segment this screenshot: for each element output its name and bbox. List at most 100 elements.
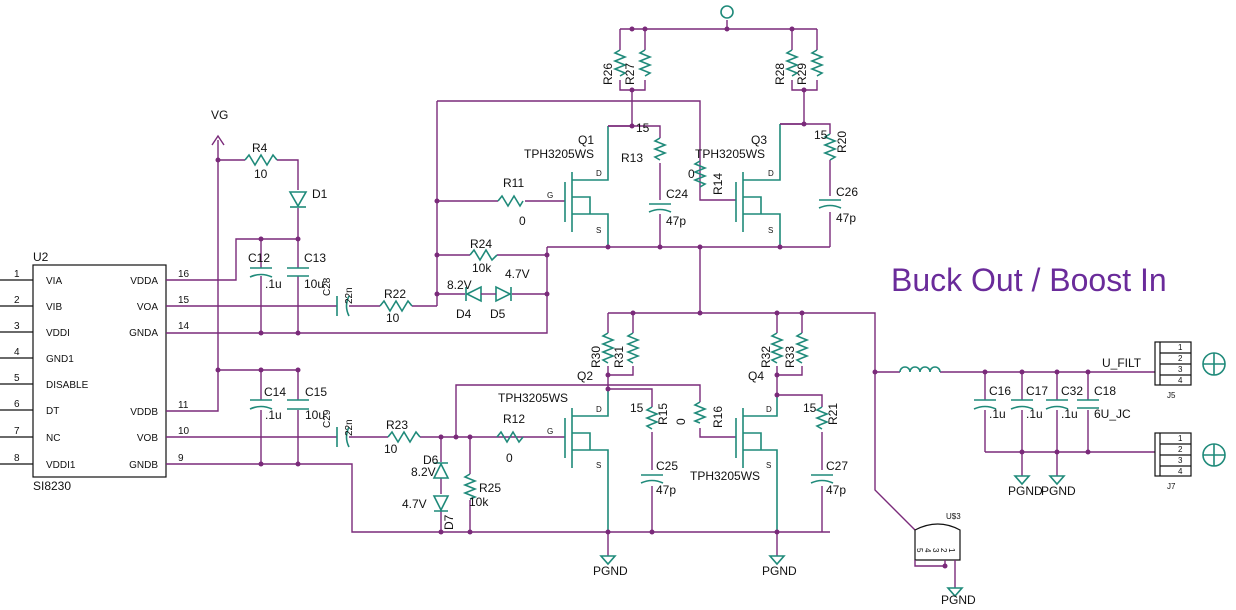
c28-cap[interactable] — [336, 295, 350, 317]
r14-resistor[interactable] — [692, 160, 708, 188]
q3-part: TPH3205WS — [695, 147, 765, 161]
c16-ref: C16 — [989, 384, 1011, 398]
connector-pin-number: 4 — [1178, 376, 1183, 385]
ic-left-pin-number: 8 — [14, 453, 20, 464]
ic-u2[interactable]: U2 SI8230 — [32, 250, 167, 493]
q1-d-label: D — [596, 169, 602, 178]
connector-pin-number: 2 — [1178, 445, 1183, 454]
d6-ref: D6 — [423, 453, 439, 467]
pgnd-symbols-filter — [1013, 475, 1066, 486]
c14-val: .1u — [265, 408, 282, 422]
c12-cap[interactable] — [249, 267, 273, 278]
c14-cap[interactable] — [249, 399, 273, 410]
c27-val: 47p — [826, 483, 846, 497]
diagram-title: Buck Out / Boost In — [891, 262, 1167, 298]
c15-ref: C15 — [305, 385, 327, 399]
r20-val: 15 — [814, 128, 828, 142]
q1-mosfet[interactable] — [564, 126, 609, 247]
j5-connector[interactable] — [1154, 341, 1226, 386]
r20-ref: R20 — [835, 131, 849, 153]
c29-ref: C29 — [322, 409, 333, 428]
ic-right-pin-number: 15 — [178, 295, 190, 306]
r11-resistor[interactable] — [497, 194, 524, 208]
d1-ref: D1 — [312, 187, 328, 201]
c13-cap[interactable] — [287, 267, 309, 277]
ic-left-pin-name: VDDI — [46, 328, 70, 339]
connector-pin-number: 1 — [1178, 343, 1183, 352]
r21-resistor[interactable] — [814, 406, 830, 430]
ic-left-pin-name: VDDI1 — [46, 460, 76, 471]
r24-resistor[interactable] — [469, 248, 498, 262]
connector-pin-number: 3 — [1178, 365, 1183, 374]
r16-ref: R16 — [711, 406, 725, 428]
r16-val: 0 — [674, 418, 688, 425]
c27-cap[interactable] — [810, 474, 834, 484]
c15-val: 10u — [305, 408, 325, 422]
node-top-terminal[interactable] — [720, 5, 734, 19]
r12-resistor[interactable] — [496, 430, 524, 444]
r15-resistor[interactable] — [644, 406, 660, 430]
j7-connector[interactable] — [1154, 432, 1226, 477]
q2-mosfet[interactable] — [564, 389, 609, 532]
ic-left-pin-name: GND1 — [46, 354, 74, 365]
pgnd-label-5: PGND — [941, 593, 976, 607]
d6-diode[interactable] — [432, 462, 450, 479]
r13-resistor[interactable] — [652, 137, 668, 161]
c29-cap[interactable] — [336, 426, 350, 448]
q4-ref: Q4 — [748, 369, 764, 383]
q1-g-label: G — [547, 191, 553, 200]
r27-ref: R27 — [623, 63, 637, 85]
r32-r33-resistors[interactable] — [769, 332, 810, 364]
u3-pin-number: 5 — [915, 548, 924, 553]
r25-resistor[interactable] — [462, 473, 478, 500]
c17-cap[interactable] — [1010, 399, 1034, 410]
c16-val: .1u — [989, 407, 1006, 421]
d4-ref: D4 — [456, 307, 472, 321]
q4-mosfet[interactable] — [735, 395, 778, 532]
c25-cap[interactable] — [640, 474, 664, 484]
ic-left-pin-number: 3 — [14, 321, 20, 332]
inductor[interactable] — [899, 366, 941, 373]
r16-resistor[interactable] — [692, 401, 708, 424]
r32-ref: R32 — [759, 346, 773, 368]
d5-diode[interactable] — [495, 285, 512, 303]
r11-val: 0 — [519, 214, 526, 228]
c15-cap[interactable] — [287, 399, 309, 410]
c24-cap[interactable] — [648, 203, 672, 213]
c17-val: .1u — [1026, 407, 1043, 421]
r26-r27-resistors[interactable] — [612, 49, 653, 77]
ic-ref: U2 — [33, 250, 49, 264]
c32-cap[interactable] — [1045, 399, 1069, 410]
r28-ref: R28 — [773, 63, 787, 85]
c18-cap[interactable] — [1077, 399, 1099, 409]
c26-cap[interactable] — [818, 199, 842, 209]
d7-diode[interactable] — [432, 495, 450, 512]
pgnd-symbols — [599, 555, 786, 566]
c16-cap[interactable] — [973, 399, 997, 410]
r23-ref: R23 — [386, 418, 408, 432]
ic-right-pin-number: 10 — [178, 426, 190, 437]
r31-ref: R31 — [612, 346, 626, 368]
r25-val: 10k — [469, 495, 489, 509]
u3-pin-number: 4 — [923, 548, 932, 553]
r20-resistor[interactable] — [822, 133, 838, 161]
d5-val: 4.7V — [505, 267, 530, 281]
q3-mosfet[interactable] — [735, 124, 781, 247]
r22-resistor[interactable] — [379, 299, 413, 313]
d6-val: 8.2V — [411, 465, 436, 479]
ic-right-pin-number: 16 — [178, 269, 190, 280]
q1-s-label: S — [596, 226, 601, 235]
r30-r31-resistors[interactable] — [600, 332, 641, 364]
pgnd-symbol-u3 — [946, 587, 964, 598]
ic-left-pin-number: 6 — [14, 399, 20, 410]
j5-ref: J5 — [1167, 391, 1176, 400]
r23-val: 10 — [384, 442, 398, 456]
u3-component[interactable] — [914, 523, 961, 588]
d1-diode[interactable] — [288, 191, 308, 208]
r28-r29-resistors[interactable] — [784, 49, 825, 77]
r23-resistor[interactable] — [387, 430, 421, 444]
